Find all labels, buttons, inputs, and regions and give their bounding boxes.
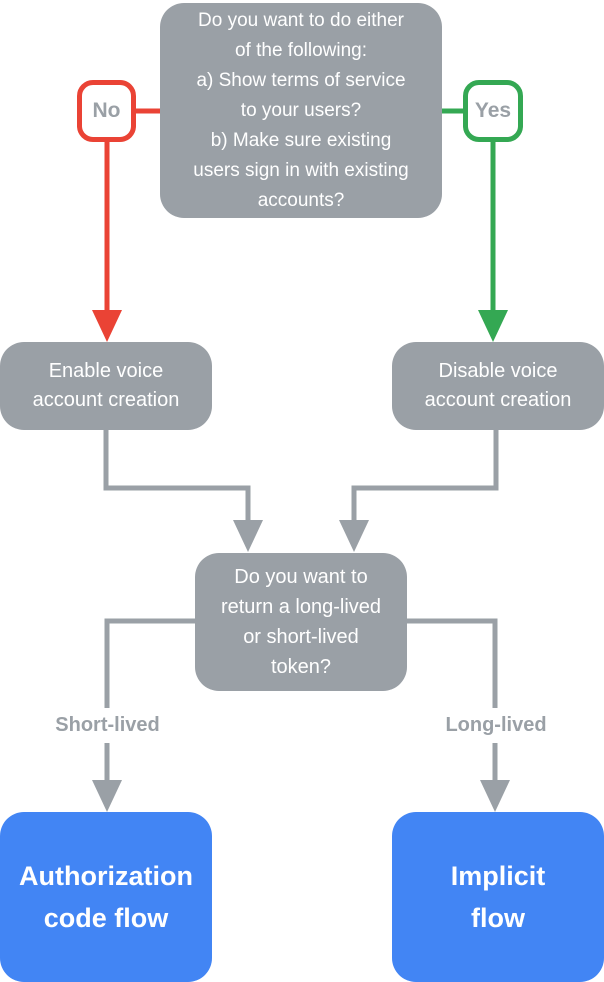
connector-disable-to-question2 [351,430,499,522]
connector-enable-to-question2 [103,430,251,522]
node-enable-voice-account-creation: Enable voice account creation [0,342,212,430]
node-disable-voice-account-creation: Disable voice account creation [392,342,604,430]
connector-short-lived [104,618,196,782]
decision-no-badge: No [77,80,136,142]
arrowhead-yes-icon [478,310,508,342]
node-authorization-code-flow: Authorization code flow [0,812,212,982]
connector-long-lived [406,618,498,782]
arrowhead-no-icon [92,310,122,342]
arrowhead-short-lived-icon [92,780,122,812]
arrowhead-long-lived-icon [480,780,510,812]
node-question-terms: Do you want to do either of the followin… [160,3,442,218]
edge-label-long-lived: Long-lived [412,708,580,743]
arrowhead-disable-icon [339,520,369,552]
node-implicit-flow: Implicit flow [392,812,604,982]
arrowhead-enable-icon [233,520,263,552]
edge-label-short-lived: Short-lived [23,708,192,743]
decision-yes-badge: Yes [463,80,523,142]
node-question-token-lifetime: Do you want to return a long-lived or sh… [195,553,407,691]
